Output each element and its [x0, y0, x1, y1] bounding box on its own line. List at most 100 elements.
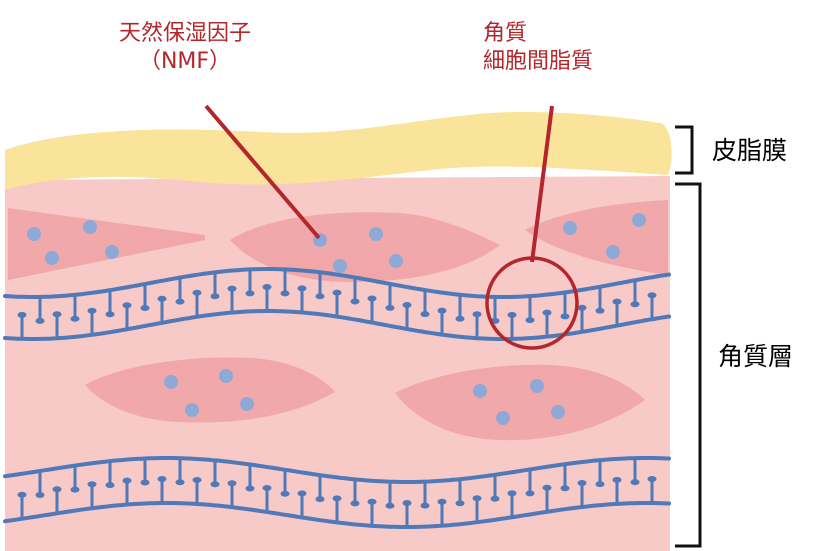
lipid-head	[332, 495, 342, 502]
lipid-head	[560, 485, 570, 492]
lipid-head	[350, 500, 360, 507]
lipid-head	[17, 311, 27, 318]
lipid-head	[315, 293, 325, 300]
corneocyte-cell	[85, 357, 335, 423]
lipid-head	[472, 311, 482, 318]
lipid-head	[140, 479, 150, 486]
nmf-leader-line	[204, 104, 321, 240]
sebum-film-label: 皮脂膜	[712, 136, 788, 165]
lipid-head	[52, 311, 62, 318]
lipid-head	[280, 290, 290, 297]
stratum-corneum-label: 角質層	[718, 342, 794, 371]
lipid-head	[140, 305, 150, 311]
nmf-callout-line1: 天然保湿因子	[118, 21, 251, 46]
nmf-dot	[27, 227, 41, 241]
corneocyte-cells	[8, 200, 668, 441]
lipid-head	[577, 480, 587, 486]
lipid-head	[472, 495, 482, 502]
nmf-dot	[563, 221, 577, 235]
sebum-film	[5, 112, 672, 190]
lipid-head	[175, 298, 185, 305]
nmf-dot	[551, 405, 565, 419]
lipid-head	[70, 486, 80, 493]
lipid-head	[227, 285, 237, 292]
lipid-head	[437, 307, 447, 314]
nmf-callout-label: 天然保湿因子 （NMF）	[60, 20, 310, 76]
lipid-head	[35, 492, 45, 498]
lipid-highlight-circle	[485, 256, 579, 350]
nmf-dot	[632, 213, 646, 227]
lipid-head	[647, 476, 657, 482]
lipid-head	[35, 317, 45, 324]
lipid-head	[525, 317, 535, 324]
lipid-head	[595, 481, 605, 488]
lipid-head	[612, 298, 622, 305]
lipid-head	[402, 500, 412, 506]
lipid-head	[420, 502, 430, 509]
nmf-dot	[83, 220, 97, 234]
lipid-head	[595, 307, 605, 314]
nmf-dot	[473, 384, 487, 398]
lipid-leader-line	[530, 105, 554, 263]
lipid-head	[262, 284, 272, 290]
lipid-head	[105, 311, 115, 318]
lipid-callout-line1: 角質	[483, 21, 528, 46]
lipid-head	[175, 479, 185, 486]
lipid-head	[420, 311, 430, 318]
lipid-head	[157, 476, 167, 482]
lipid-head	[245, 290, 255, 297]
nmf-callout-line2: （NMF）	[138, 49, 232, 74]
lipid-head	[437, 498, 447, 505]
lipid-head	[455, 500, 465, 507]
lipid-head	[455, 315, 465, 322]
lipid-head	[367, 498, 377, 505]
lipid-head	[560, 313, 570, 320]
lipid-head	[542, 309, 552, 316]
lipid-head	[367, 295, 377, 302]
sebum-film-bracket	[675, 125, 694, 175]
lipid-head	[192, 289, 202, 296]
nmf-dot	[389, 254, 403, 268]
lipid-head	[577, 304, 587, 311]
nmf-dot	[240, 397, 254, 411]
lipid-head	[630, 301, 640, 308]
lipid-head	[192, 477, 202, 483]
lipid-head	[262, 485, 272, 491]
lipid-head	[210, 481, 220, 488]
lipid-head	[507, 311, 517, 318]
lipid-head	[297, 490, 307, 497]
lipid-head	[525, 490, 535, 497]
stratum-corneum-bracket	[675, 182, 702, 548]
lipid-head	[87, 481, 97, 488]
lipid-head	[122, 477, 132, 484]
lipid-head	[385, 304, 395, 311]
lipid-membrane-line	[3, 267, 671, 299]
lipid-head	[402, 302, 412, 308]
lipid-head	[157, 295, 167, 302]
lipid-head	[297, 285, 307, 292]
nmf-dot	[164, 375, 178, 389]
lipid-callout-line2: 細胞間脂質	[483, 49, 594, 74]
lipid-head	[17, 491, 27, 498]
nmf-dot	[606, 245, 620, 259]
lipid-head	[315, 496, 325, 503]
lipid-membrane-line	[3, 456, 671, 484]
lipid-head	[122, 302, 132, 309]
nmf-dot	[185, 403, 199, 417]
lipid-head	[227, 480, 237, 487]
nmf-dot	[105, 245, 119, 259]
lipid-head	[52, 486, 62, 493]
lipid-head	[350, 298, 360, 305]
lipid-head	[210, 293, 220, 300]
lipid-head	[385, 502, 395, 509]
lipid-head	[647, 292, 657, 299]
lipid-head	[280, 490, 290, 497]
nmf-dot	[530, 379, 544, 393]
nmf-dot	[496, 411, 510, 425]
lipid-head	[332, 289, 342, 296]
lipid-head	[105, 482, 115, 489]
lipid-head	[612, 476, 622, 483]
intercellular-lipid-bilayers	[3, 267, 671, 529]
corneocyte-cell	[230, 212, 500, 282]
